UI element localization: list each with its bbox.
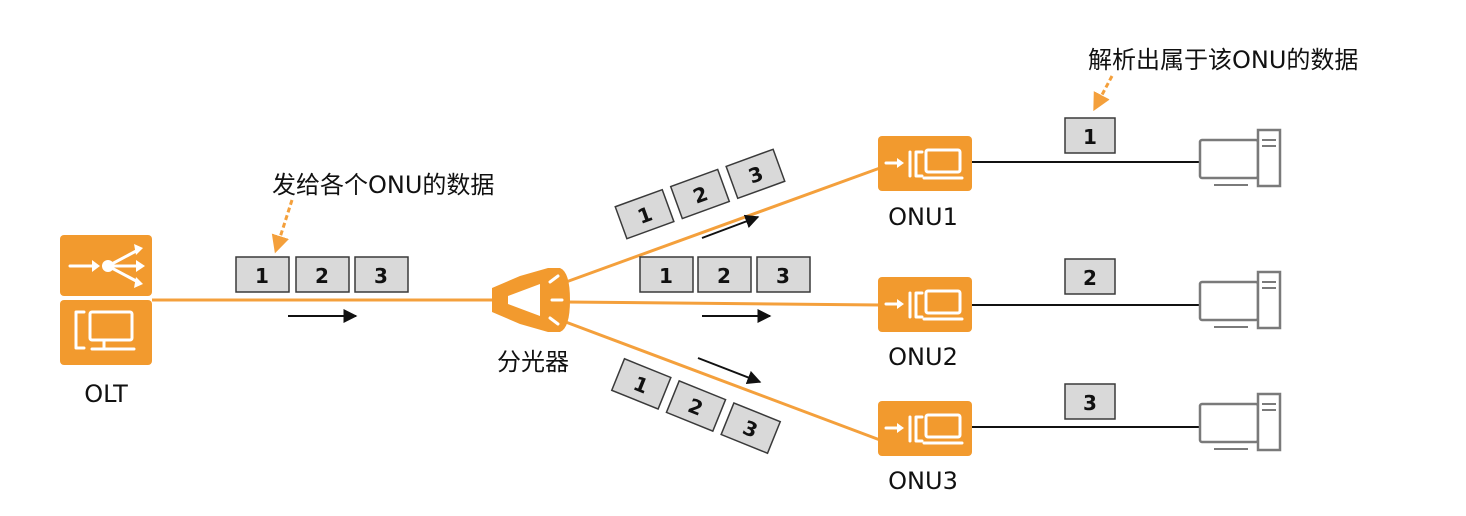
onu1-device bbox=[878, 136, 972, 191]
annotation-parse-arrow bbox=[1093, 75, 1114, 112]
packet-3: 3 bbox=[725, 148, 786, 200]
splitter-label: 分光器 bbox=[497, 348, 569, 376]
svg-text:3: 3 bbox=[1083, 391, 1097, 415]
annotation-send: 发给各个ONU的数据 bbox=[272, 171, 494, 199]
computer-1-icon bbox=[1198, 128, 1282, 188]
svg-text:3: 3 bbox=[776, 264, 790, 288]
packet-group-onu3-path: 1 2 3 bbox=[610, 357, 782, 455]
packet-onu1-output: 1 bbox=[1064, 117, 1116, 154]
onu2-device bbox=[878, 277, 972, 332]
packet-group-onu1-path: 1 2 3 bbox=[614, 148, 786, 240]
packet-3: 3 bbox=[720, 401, 782, 455]
packet-1: 1 bbox=[610, 357, 672, 411]
packet-group-olt: 1 2 3 bbox=[235, 256, 409, 293]
computer-2-icon bbox=[1198, 270, 1282, 330]
olt-split-icon bbox=[68, 244, 145, 288]
svg-text:2: 2 bbox=[717, 264, 731, 288]
svg-text:2: 2 bbox=[1083, 266, 1097, 290]
fiber-splitter-onu2 bbox=[564, 300, 881, 307]
packet-onu2-output: 2 bbox=[1064, 258, 1116, 295]
onu1-label: ONU1 bbox=[888, 203, 958, 231]
splitter-device bbox=[492, 268, 570, 332]
fiber-splitter-onu1 bbox=[554, 166, 881, 288]
annotation-parse: 解析出属于该ONU的数据 bbox=[1088, 46, 1358, 74]
splitter-cone-icon bbox=[508, 284, 540, 316]
direction-arrow-onu1 bbox=[701, 214, 760, 239]
direction-arrow-onu3 bbox=[697, 357, 762, 384]
packet-group-onu2-path: 1 2 3 bbox=[639, 256, 811, 293]
packet-2: 2 bbox=[697, 256, 752, 293]
onu3-device bbox=[878, 401, 972, 456]
packet-1: 1 bbox=[614, 188, 675, 240]
packet-2: 2 bbox=[669, 168, 731, 220]
annotation-send-arrow bbox=[271, 199, 294, 254]
packet-2: 2 bbox=[665, 379, 727, 433]
onu2-label: ONU2 bbox=[888, 343, 958, 371]
packet-1: 1 bbox=[235, 256, 290, 293]
fiber-splitter-onu3 bbox=[554, 316, 881, 442]
packet-2: 2 bbox=[295, 256, 350, 293]
computer-3-icon bbox=[1198, 392, 1282, 452]
onu3-label: ONU3 bbox=[888, 467, 958, 495]
svg-text:2: 2 bbox=[315, 264, 329, 288]
packet-3: 3 bbox=[756, 256, 811, 293]
olt-device bbox=[60, 235, 152, 365]
packet-onu3-output: 3 bbox=[1064, 383, 1116, 420]
packet-1: 1 bbox=[639, 256, 694, 293]
svg-text:1: 1 bbox=[1083, 125, 1097, 149]
svg-text:3: 3 bbox=[374, 264, 388, 288]
packet-3: 3 bbox=[354, 256, 409, 293]
svg-text:1: 1 bbox=[659, 264, 673, 288]
svg-text:1: 1 bbox=[255, 264, 269, 288]
olt-label: OLT bbox=[84, 380, 128, 408]
olt-monitor-icon bbox=[74, 310, 136, 351]
